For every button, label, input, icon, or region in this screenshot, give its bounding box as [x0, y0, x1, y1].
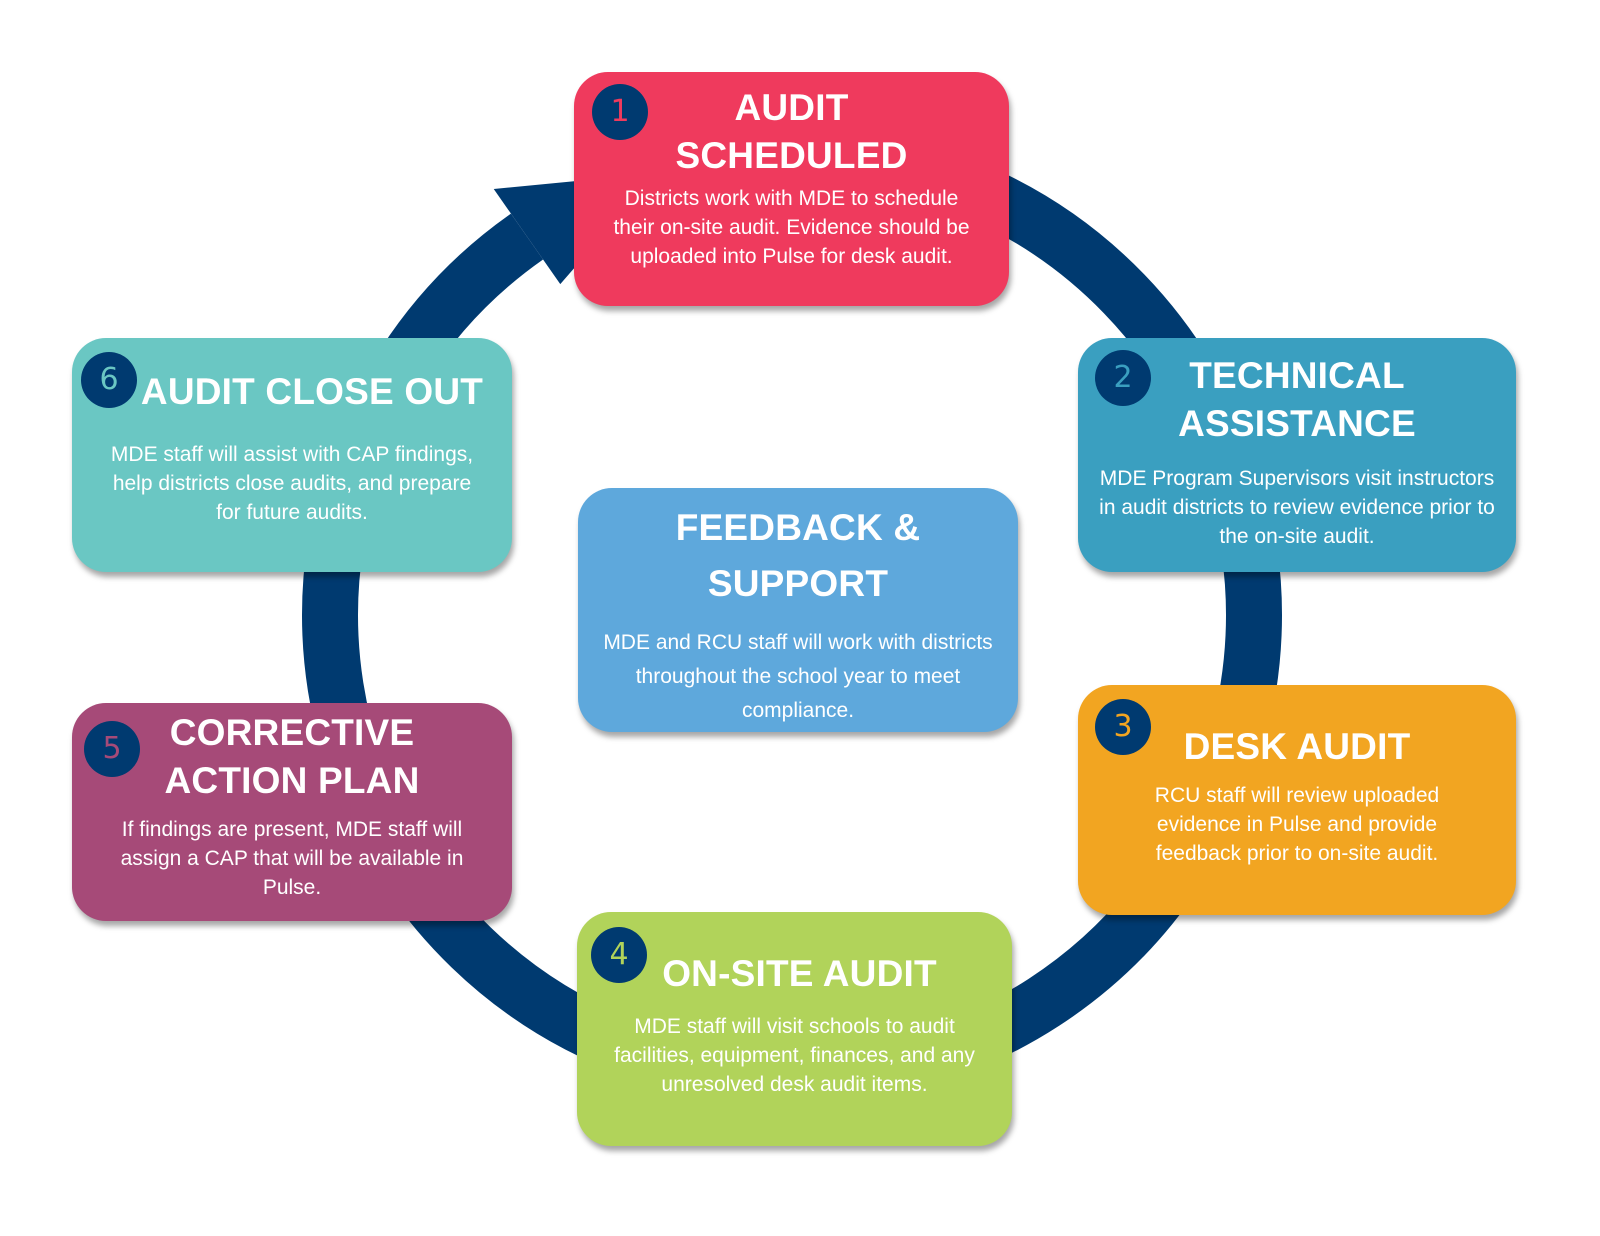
step-audit-close-out: 6 AUDIT CLOSE OUT MDE staff will assist …	[72, 338, 512, 572]
step-desk-audit: 3 DESK AUDIT RCU staff will review uploa…	[1078, 685, 1516, 915]
step-title: DESK AUDIT	[1078, 723, 1516, 771]
step-title-line: SCHEDULED	[675, 135, 908, 176]
step-title-line: TECHNICAL	[1189, 355, 1405, 396]
step-on-site-audit: 4 ON-SITE AUDIT MDE staff will visit sch…	[577, 912, 1012, 1146]
step-number-badge: 5	[84, 721, 140, 777]
step-description: MDE staff will visit schools to audit fa…	[614, 1015, 975, 1096]
step-title-line: ASSISTANCE	[1178, 403, 1416, 444]
feedback-support-center: FEEDBACK & SUPPORT MDE and RCU staff wil…	[578, 488, 1018, 732]
step-description: If findings are present, MDE staff will …	[120, 818, 464, 899]
step-title-line: AUDIT CLOSE OUT	[140, 371, 484, 412]
step-title: AUDIT CLOSE OUT	[72, 368, 512, 416]
center-title-line: SUPPORT	[707, 563, 889, 604]
step-description: MDE staff will assist with CAP findings,…	[110, 443, 474, 524]
step-title-line: ACTION PLAN	[164, 760, 420, 801]
step-number-badge: 3	[1095, 699, 1151, 755]
step-description: Districts work with MDE to schedule thei…	[613, 187, 970, 268]
step-number-badge: 1	[592, 84, 648, 140]
step-title-line: DESK AUDIT	[1183, 726, 1411, 767]
step-number-badge: 6	[81, 352, 137, 408]
step-description: RCU staff will review uploaded evidence …	[1154, 784, 1440, 865]
step-number-badge: 2	[1095, 350, 1151, 406]
step-technical-assistance: 2 TECHNICAL ASSISTANCE MDE Program Super…	[1078, 338, 1516, 572]
step-title: TECHNICAL ASSISTANCE	[1078, 352, 1516, 448]
step-corrective-action-plan: 5 CORRECTIVE ACTION PLAN If findings are…	[72, 703, 512, 921]
step-title: AUDIT SCHEDULED	[574, 84, 1009, 180]
step-description: MDE Program Supervisors visit instructor…	[1099, 467, 1495, 548]
step-audit-scheduled: 1 AUDIT SCHEDULED Districts work with MD…	[574, 72, 1009, 306]
step-title: CORRECTIVE ACTION PLAN	[72, 709, 512, 805]
center-title-line: FEEDBACK &	[675, 507, 921, 548]
step-number-badge: 4	[591, 927, 647, 983]
step-title-line: AUDIT	[734, 87, 849, 128]
step-title: ON-SITE AUDIT	[577, 950, 1012, 998]
center-description: MDE and RCU staff will work with distric…	[603, 631, 993, 722]
center-title: FEEDBACK & SUPPORT	[578, 500, 1018, 612]
step-title-line: CORRECTIVE	[169, 712, 415, 753]
step-title-line: ON-SITE AUDIT	[662, 953, 937, 994]
